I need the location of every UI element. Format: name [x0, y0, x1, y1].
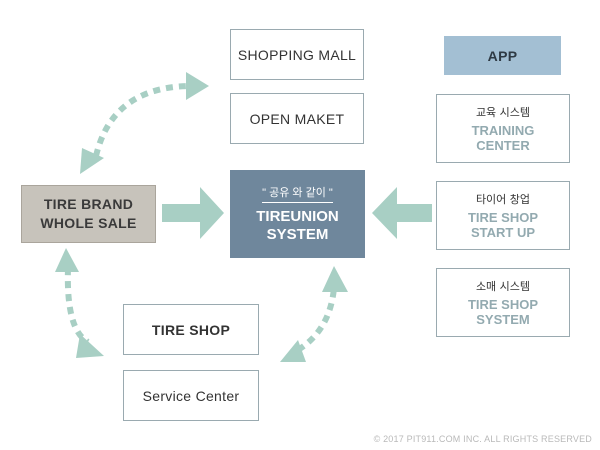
arrowhead-to-service	[76, 334, 104, 358]
tire-shop-box: TIRE SHOP	[123, 304, 259, 355]
arrowhead-to-brand	[80, 148, 104, 174]
app-item-startup-en2: START UP	[470, 225, 536, 240]
tire-brand-box: TIRE BRAND WHOLE SALE	[21, 185, 156, 243]
arrow-app-to-center	[372, 187, 432, 239]
dotted-curve-brand-mall	[93, 83, 189, 157]
app-header-label: APP	[487, 47, 518, 64]
tire-shop-label: TIRE SHOP	[151, 321, 231, 338]
app-item-tire-shop-start-up: 타이어 창업 TIRE SHOP START UP	[436, 181, 570, 250]
arrowhead-to-brand-bottom	[55, 248, 79, 272]
app-item-startup-en1: TIRE SHOP	[467, 210, 539, 225]
copyright-notice: © 2017 PIT911.COM INC. ALL RIGHTS RESERV…	[373, 434, 592, 444]
arrowhead-to-center	[322, 266, 348, 292]
app-header-box: APP	[444, 36, 561, 75]
app-item-training-center: 교육 시스템 TRAINING CENTER	[436, 94, 570, 163]
app-item-training-en2: CENTER	[476, 138, 530, 153]
arrowhead-to-mall	[186, 72, 209, 100]
app-item-startup-kr: 타이어 창업	[475, 193, 531, 206]
tire-brand-label-line1: TIRE BRAND	[43, 196, 134, 212]
center-title-line1: TIREUNION	[256, 208, 339, 225]
app-item-training-en1: TRAINING	[471, 123, 535, 138]
service-center-label: Service Center	[142, 387, 240, 404]
dotted-curve-brand-service	[64, 267, 90, 345]
shopping-mall-label: SHOPPING MALL	[237, 46, 357, 63]
tireunion-system-box: " 공유 와 같이 " TIREUNION SYSTEM	[230, 170, 365, 258]
arrowhead-to-service-right	[280, 340, 306, 362]
app-item-retail-en1: TIRE SHOP	[467, 297, 539, 312]
arrow-brand-to-center	[162, 187, 224, 239]
dotted-curve-service-center	[296, 287, 337, 353]
app-item-tire-shop-system: 소매 시스템 TIRE SHOP SYSTEM	[436, 268, 570, 337]
center-tagline: " 공유 와 같이 "	[262, 184, 333, 203]
app-item-training-kr: 교육 시스템	[475, 106, 531, 119]
open-market-label: OPEN MAKET	[249, 110, 345, 127]
service-center-box: Service Center	[123, 370, 259, 421]
open-market-box: OPEN MAKET	[230, 93, 364, 144]
shopping-mall-box: SHOPPING MALL	[230, 29, 364, 80]
tire-brand-label-line2: WHOLE SALE	[40, 215, 137, 231]
app-item-retail-en2: SYSTEM	[476, 312, 530, 327]
center-title-line2: SYSTEM	[266, 226, 329, 243]
app-item-retail-kr: 소매 시스템	[475, 280, 531, 293]
